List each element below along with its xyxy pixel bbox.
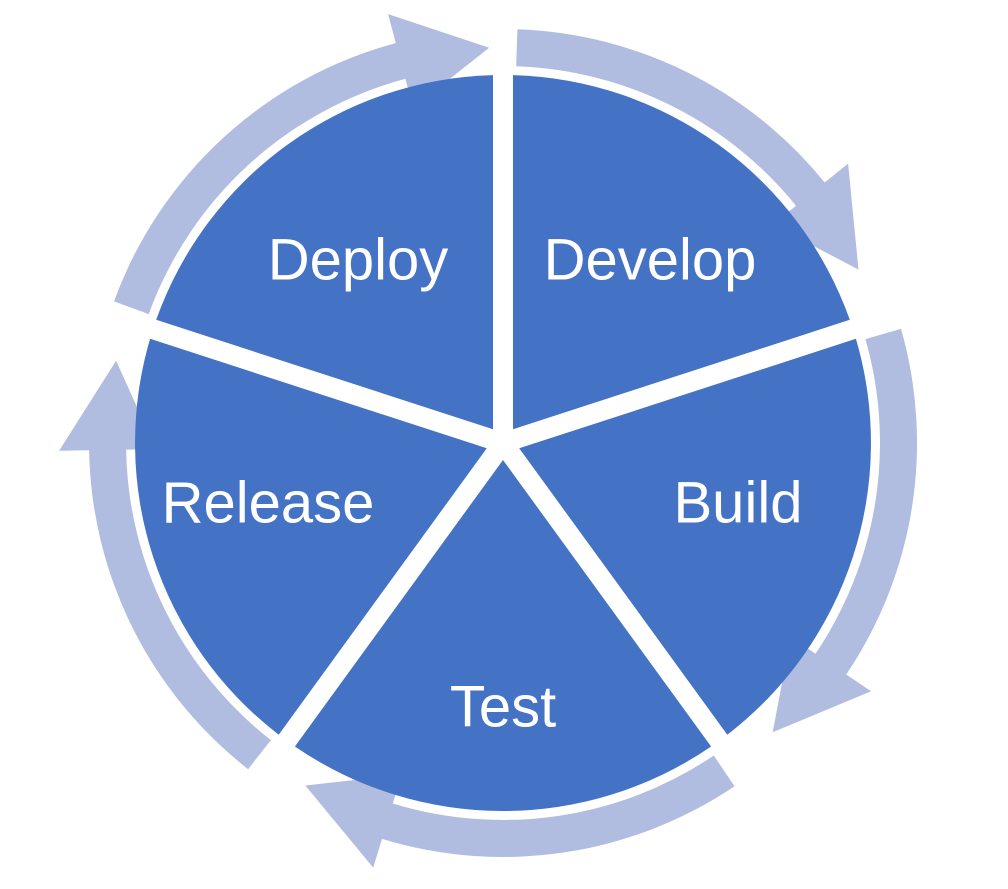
cycle-arrow-deploy (114, 14, 490, 315)
cycle-arrow-develop (516, 29, 859, 270)
segment-test (294, 460, 712, 811)
segment-label-test: Test (450, 675, 556, 740)
segment-label-release: Release (162, 471, 375, 536)
labels-layer: Develop Build Test Release Deploy (162, 228, 803, 740)
cycle-arrow-test (305, 755, 735, 868)
segments-layer (135, 75, 871, 811)
arrows-layer (59, 14, 918, 868)
segment-label-build: Build (674, 471, 803, 536)
cycle-arrow-release (59, 360, 271, 770)
segment-label-deploy: Deploy (268, 228, 449, 293)
segment-build (519, 338, 871, 735)
segment-label-develop: Develop (544, 228, 757, 293)
segment-develop (513, 75, 850, 430)
segment-release (135, 338, 487, 735)
segment-deploy (156, 75, 493, 430)
cycle-arrow-build (772, 328, 918, 733)
